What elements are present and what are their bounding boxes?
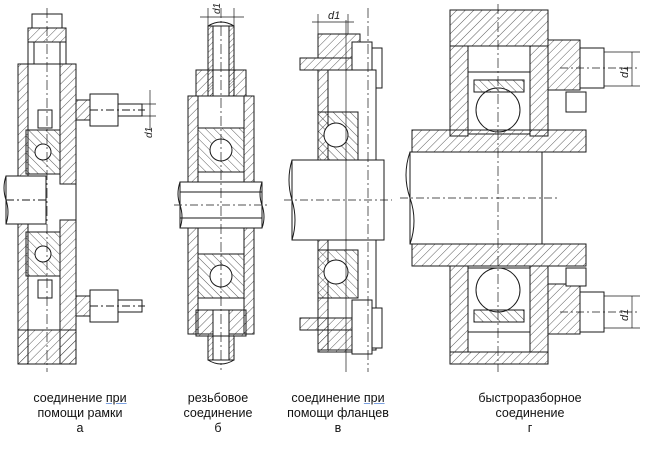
dimension-label-b: d1 (212, 3, 223, 14)
caption-b: резьбовое соединение б (163, 391, 273, 436)
dimension-label-g-bottom: d1 (619, 309, 631, 321)
caption-v-line2: помощи фланцев (287, 406, 389, 420)
caption-v-letter: в (334, 421, 342, 435)
caption-v-line1: соединение при (291, 391, 385, 405)
caption-v: соединение при помощи фланцев в (268, 391, 408, 436)
caption-a-underlined: при (105, 391, 127, 405)
caption-g-line2: соединение (495, 406, 565, 420)
caption-g: быстроразборное соединение г (460, 391, 600, 436)
caption-b-line1: резьбовое (187, 391, 249, 405)
caption-b-letter: б (214, 421, 222, 435)
caption-a-line2: помощи рамки (37, 406, 123, 420)
caption-a: соединение при помощи рамки а (10, 391, 150, 436)
caption-v-underlined: при (363, 391, 385, 405)
caption-g-letter: г (527, 421, 533, 435)
dimension-label-v: d1 (328, 10, 340, 22)
figure-a-drawing (3, 8, 156, 372)
figure-g-drawing (400, 4, 640, 372)
figure-v-drawing (284, 8, 392, 372)
caption-a-line1: соединение при (33, 391, 127, 405)
dimension-label-g-top: d1 (619, 66, 631, 78)
caption-b-line2: соединение (183, 406, 253, 420)
caption-a-letter: а (76, 421, 84, 435)
dimension-label-a: d1 (144, 127, 155, 138)
figure-b-drawing (174, 8, 268, 370)
caption-g-line1: быстроразборное (478, 391, 582, 405)
